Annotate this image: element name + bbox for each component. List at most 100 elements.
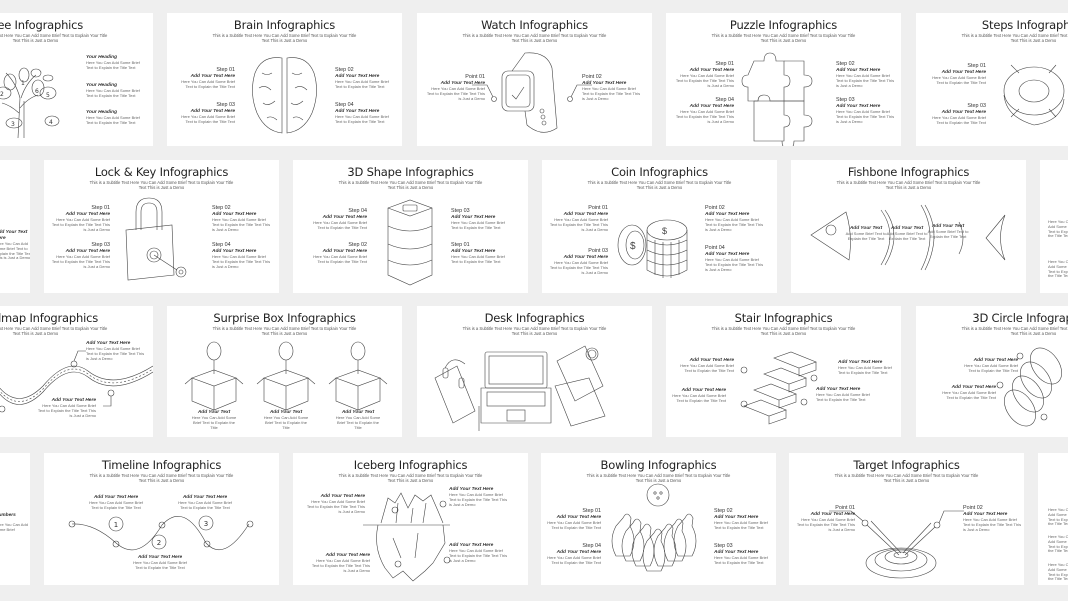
card-watch-infographics[interactable]: Watch Infographics This is a Subtitle Te… (417, 13, 652, 146)
card-subtitle: This is a Subtitle Text Here You Can Add… (961, 33, 1068, 43)
card-title: Iceberg Infographics (353, 458, 468, 472)
card-subtitle: This is a Subtitle Text Here You Can Add… (338, 180, 483, 190)
card-title: Stair Infographics (734, 311, 833, 325)
card-title: Watch Infographics (481, 18, 588, 32)
svg-text:1: 1 (114, 521, 118, 529)
text-block: Here You Can Add Some Brief Text to Expl… (1048, 219, 1068, 239)
stacked-rings-icon (996, 347, 1062, 427)
card-tree-infographics[interactable]: Tree Infographics This is a Subtitle Tex… (0, 13, 153, 146)
card-3d-shape-infographics[interactable]: 3D Shape Infographics This is a Subtitle… (293, 160, 528, 293)
card-brain-infographics[interactable]: Brain Infographics This is a Subtitle Te… (167, 13, 402, 146)
card-timeline-infographics[interactable]: Timeline Infographics This is a Subtitle… (44, 453, 279, 585)
svg-text:$: $ (630, 241, 636, 252)
fishbone-icon (810, 204, 1006, 271)
card-roadmap-infographics[interactable]: Roadmap Infographics This is a Subtitle … (0, 306, 153, 437)
card-desk-infographics[interactable]: Desk Infographics This is a Subtitle Tex… (417, 306, 652, 437)
card-title: Roadmap Infographics (0, 311, 98, 325)
svg-text:3: 3 (11, 121, 15, 128)
card-stair-infographics[interactable]: Stair Infographics This is a Subtitle Te… (666, 306, 901, 437)
coin-stack-icon: $ $ (617, 219, 688, 278)
card-target-infographics[interactable]: Target Infographics This is a Subtitle T… (789, 453, 1024, 585)
card-partial-left[interactable]: NumbersHere You Can Add Some Brief (0, 453, 30, 585)
card-partial-right[interactable]: Here You Can Add Some Brief Text to Expl… (1038, 453, 1068, 585)
card-subtitle: This is a Subtitle Text Here You Can Add… (89, 180, 234, 190)
card-title: Surprise Box Infographics (213, 311, 356, 325)
card-coin-infographics[interactable]: Coin Infographics This is a Subtitle Tex… (542, 160, 777, 293)
iceberg-icon (363, 492, 451, 582)
gallery-row-1: Tree Infographics This is a Subtitle Tex… (0, 13, 1068, 146)
card-subtitle: This is a Subtitle Text Here You Can Add… (0, 33, 108, 43)
gift-boxes-icon (184, 341, 388, 411)
card-title: Coin Infographics (611, 165, 708, 179)
svg-text:2: 2 (0, 91, 4, 98)
dartboard-icon (829, 510, 964, 579)
padlock-key-icon (125, 197, 187, 281)
winding-road-icon (0, 350, 153, 413)
gallery-row-3: Roadmap Infographics This is a Subtitle … (0, 306, 1068, 437)
card-title: 3D Circle Infographics (972, 311, 1068, 325)
stairs-icon (740, 351, 818, 425)
card-subtitle: This is a Subtitle Text Here You Can Add… (212, 326, 357, 336)
card-surprise-box-infographics[interactable]: Surprise Box Infographics This is a Subt… (167, 306, 402, 437)
card-subtitle: This is a Subtitle Text Here You Can Add… (711, 326, 856, 336)
tree-icon: 1 2 3 4 5 6 (0, 67, 60, 139)
stacked-blocks-icon (387, 199, 433, 286)
card-partial-right[interactable]: Here You Can Add Some Brief Text to Expl… (1040, 160, 1068, 293)
gallery-row-4: NumbersHere You Can Add Some Brief Timel… (0, 453, 1068, 585)
card-title: Lock & Key Infographics (94, 165, 229, 179)
card-title: 3D Shape Infographics (347, 165, 474, 179)
card-subtitle: This is a Subtitle Text Here You Can Add… (338, 473, 483, 483)
card-subtitle: This is a Subtitle Text Here You Can Add… (462, 33, 607, 43)
card-bowling-infographics[interactable]: Bowling Infographics This is a Subtitle … (541, 453, 776, 585)
card-title: Bowling Infographics (600, 458, 717, 472)
brain-icon (252, 57, 317, 134)
svg-text:4: 4 (49, 119, 53, 126)
card-puzzle-infographics[interactable]: Puzzle Infographics This is a Subtitle T… (666, 13, 901, 146)
card-3d-circle-infographics[interactable]: 3D Circle Infographics This is a Subtitl… (916, 306, 1068, 437)
card-iceberg-infographics[interactable]: Iceberg Infographics This is a Subtitle … (293, 453, 528, 585)
card-title: Steps Infographics (981, 18, 1068, 32)
svg-text:1: 1 (21, 80, 25, 87)
card-title: Timeline Infographics (101, 458, 222, 472)
card-lock-key-infographics[interactable]: Lock & Key Infographics This is a Subtit… (44, 160, 279, 293)
card-steps-infographics[interactable]: Steps Infographics This is a Subtitle Te… (916, 13, 1068, 146)
card-fishbone-infographics[interactable]: Fishbone Infographics This is a Subtitle… (791, 160, 1026, 293)
svg-text:3: 3 (204, 520, 208, 528)
